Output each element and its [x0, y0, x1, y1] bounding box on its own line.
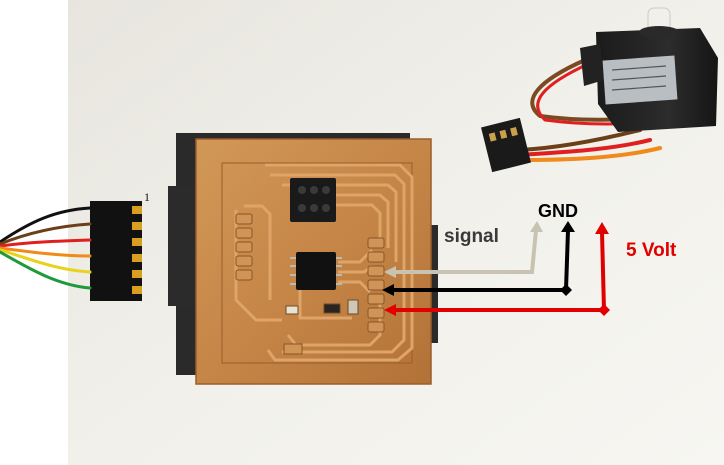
signal-label: signal [444, 226, 499, 247]
pin-one-label: 1 [144, 190, 150, 204]
isp-header [290, 178, 336, 222]
ftdi-connector [90, 201, 142, 301]
microcontroller-chip [290, 252, 342, 290]
servo-plug [481, 117, 531, 173]
ftdi-wires [0, 206, 92, 290]
signal-wire [384, 221, 543, 278]
power-wire [384, 222, 610, 316]
left-pad-row [235, 213, 253, 281]
smd-components [283, 299, 359, 355]
right-pad-row [367, 237, 385, 333]
gnd-wire [382, 221, 575, 296]
power-label: 5 Volt [626, 240, 677, 261]
micro-servo [580, 7, 718, 132]
gnd-label: GND [538, 201, 578, 221]
